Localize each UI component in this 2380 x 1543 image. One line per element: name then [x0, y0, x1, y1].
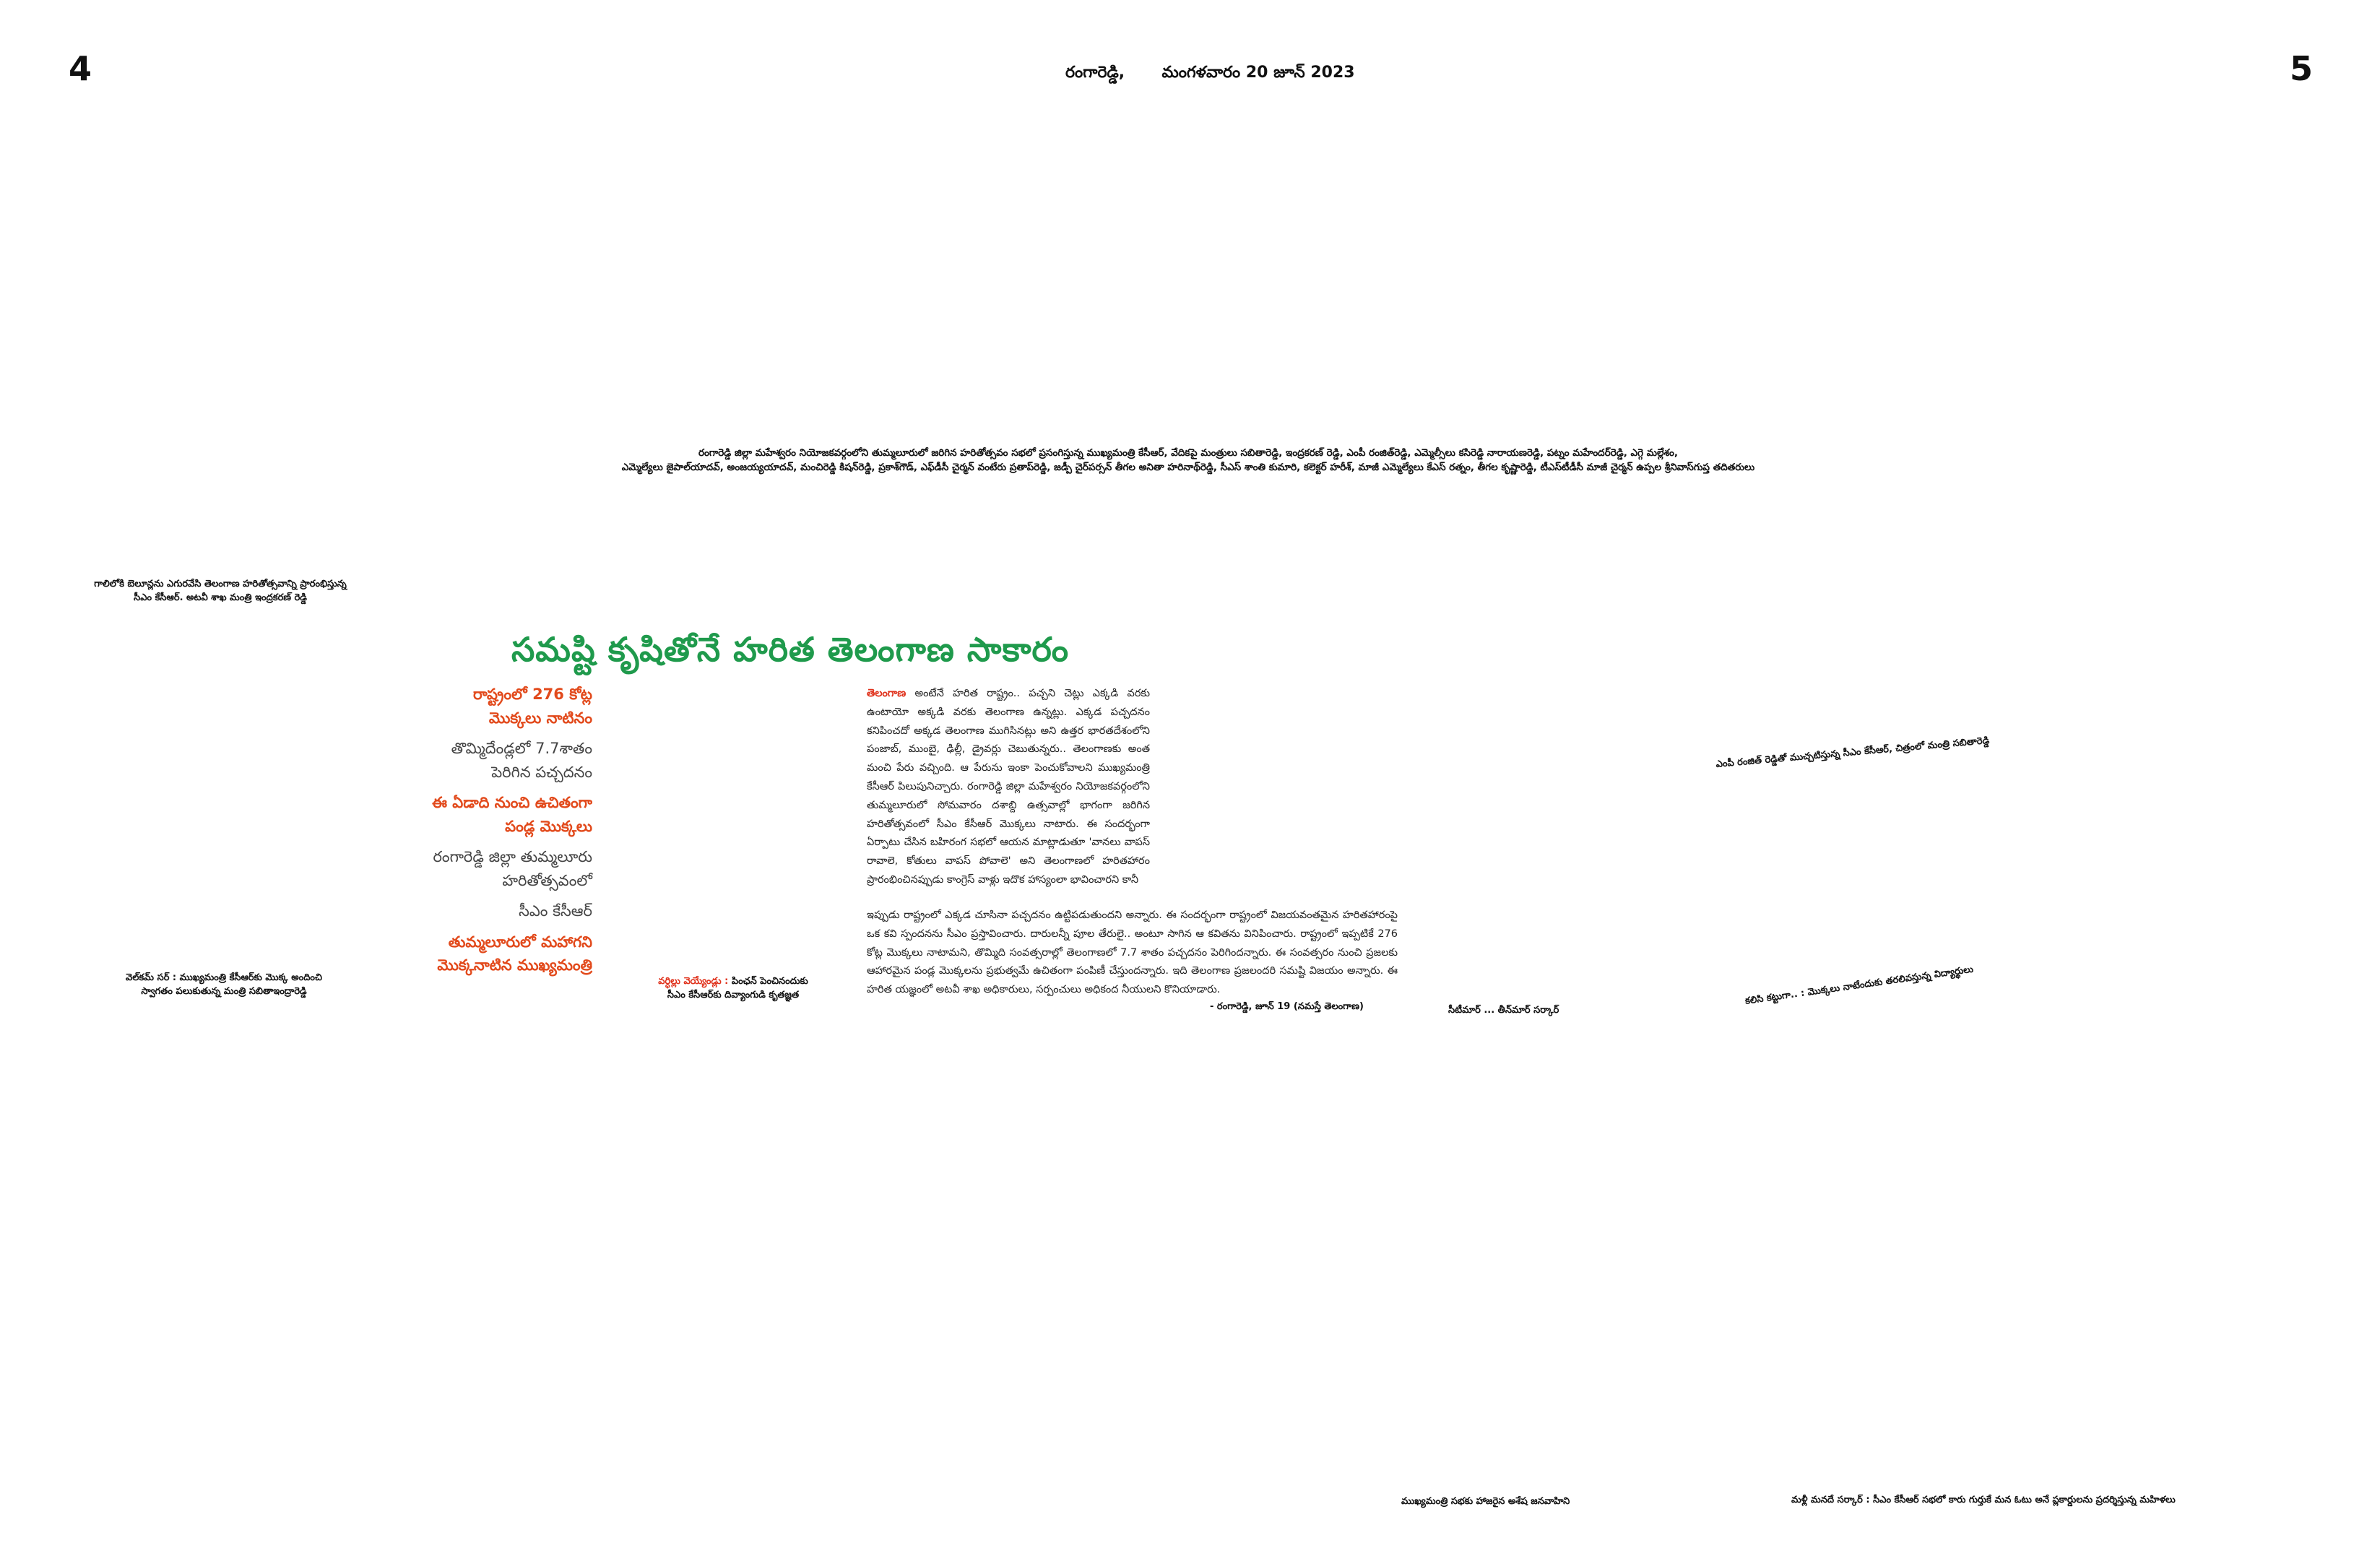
highlight-3: తొమ్మిదేండ్లలో 7.7శాతం [451, 740, 592, 758]
gratitude-caption-line-1: వర్ధిల్లు వెయ్యేండ్లు : పింఛన్ పెంచినందు… [636, 975, 831, 989]
welcome-photo-caption: వెల్‌కమ్ సర్ : ముఖ్యమంత్రి కేసీఆర్‌కు మొ… [79, 972, 368, 999]
dateline: రంగారెడ్డి, మంగళవారం 20 జూన్ 2023 [1065, 64, 1355, 85]
ranjith-photo-caption: ఎంపీ రంజిత్ రెడ్డితో ముచ్చటిస్తున్న సీఎం… [1715, 735, 1990, 770]
highlight-10: తుమ్మలూరులో మహాగని [448, 933, 592, 951]
article-body-wide-text: ఇప్పుడు రాష్ట్రంలో ఎక్కడ చూసినా పచ్చదనం … [867, 909, 1398, 996]
balloon-caption-line-1: గాలిలోకి బెలూన్లను ఎగురవేసి తెలంగాణ హరిత… [94, 579, 347, 589]
article-body-wide: ఇప్పుడు రాష్ట్రంలో ఎక్కడ చూసినా పచ్చదనం … [867, 907, 1398, 1000]
highlight-4: పెరిగిన పచ్చదనం [491, 763, 592, 781]
top-caption-line-2: ఎమ్మెల్యేలు జైపాల్‌యాదవ్, అంజయ్యయాదవ్, మ… [621, 461, 1755, 473]
article-body-narrow-text: అంటేనే హరిత రాష్ట్రం.. పచ్చని చెట్లు ఎక్… [867, 688, 1151, 886]
crowd-photo-caption: ముఖ్యమంత్రి సభకు హాజరైన అశేష జనవాహిని [1401, 1496, 1570, 1507]
welcome-caption-line-1: వెల్‌కమ్ సర్ : ముఖ్యమంత్రి కేసీఆర్‌కు మొ… [126, 972, 322, 983]
welcome-caption-line-2: స్వాగతం పలుకుతున్న మంత్రి సబితాఇంద్రారెడ… [141, 985, 307, 997]
students-photo-caption: కలిసి కట్టుగా.. : మొక్కలు నాటేందుకు తరలి… [1744, 964, 1974, 1007]
gratitude-caption-line-2: సీఎం కేసీఆర్‌కు దివ్యాంగుడి కృతజ్ఞత [667, 989, 800, 1000]
article-headline: సమష్టి కృషితోనే హరిత తెలంగాణ సాకారం [511, 630, 1070, 669]
article-lead-word: తెలంగాణ [867, 688, 906, 699]
article-body-narrow: తెలంగాణ అంటేనే హరిత రాష్ట్రం.. పచ్చని చె… [867, 685, 1150, 890]
left-page-number: 4 [69, 49, 92, 88]
seetimar-photo-caption: సీటీమార్ ... తీన్‌మార్ సర్కార్ [1448, 1005, 1559, 1016]
gratitude-caption-label: వర్ధిల్లు వెయ్యేండ్లు : [658, 976, 729, 987]
top-caption-line-1: రంగారెడ్డి జిల్లా మహేశ్వరం నియోజకవర్గంలో… [698, 447, 1678, 459]
highlight-6: పండ్ల మొక్కలు [505, 817, 592, 835]
right-page-number: 5 [2290, 49, 2314, 88]
highlight-1: రాష్ట్రంలో 276 కోట్ల [473, 686, 592, 703]
article-byline: - రంగారెడ్డి, జూన్ 19 (నమస్తే తెలంగాణ) [1210, 1001, 1364, 1012]
highlight-8: హరితోత్సవంలో [502, 871, 592, 889]
article-highlights: రాష్ట్రంలో 276 కోట్ల మొక్కలు నాటినం తొమ్… [404, 683, 592, 977]
highlight-11: మొక్కనాటిన ముఖ్యమంత్రి [437, 956, 592, 974]
gratitude-photo-caption: వర్ధిల్లు వెయ్యేండ్లు : పింఛన్ పెంచినందు… [636, 975, 831, 1003]
gratitude-caption-text: పింఛన్ పెంచినందుకు [728, 976, 808, 987]
highlight-9: సీఎం కేసీఆర్ [519, 902, 592, 920]
balloon-photo-caption: గాలిలోకి బెలూన్లను ఎగురవేసి తెలంగాణ హరిత… [58, 578, 383, 605]
highlight-5: ఈ ఏడాది నుంచి ఉచితంగా [432, 794, 592, 812]
dateline-date: మంగళవారం 20 జూన్ 2023 [1161, 64, 1355, 82]
top-photo-caption: రంగారెడ్డి జిల్లా మహేశ్వరం నియోజకవర్గంలో… [506, 446, 1871, 475]
highlight-7: రంగారెడ్డి జిల్లా తుమ్మలూరు [433, 848, 592, 866]
placards-photo-caption: మళ్లీ మనదే సర్కార్ : సీఎం కేసీఆర్ సభలో క… [1791, 1495, 2176, 1505]
highlight-2: మొక్కలు నాటినం [488, 709, 592, 727]
balloon-caption-line-2: సీఎం కేసీఆర్. అటవీ శాఖ మంత్రి ఇంద్రకరణ్ … [134, 592, 307, 603]
dateline-place: రంగారెడ్డి, [1065, 64, 1125, 82]
